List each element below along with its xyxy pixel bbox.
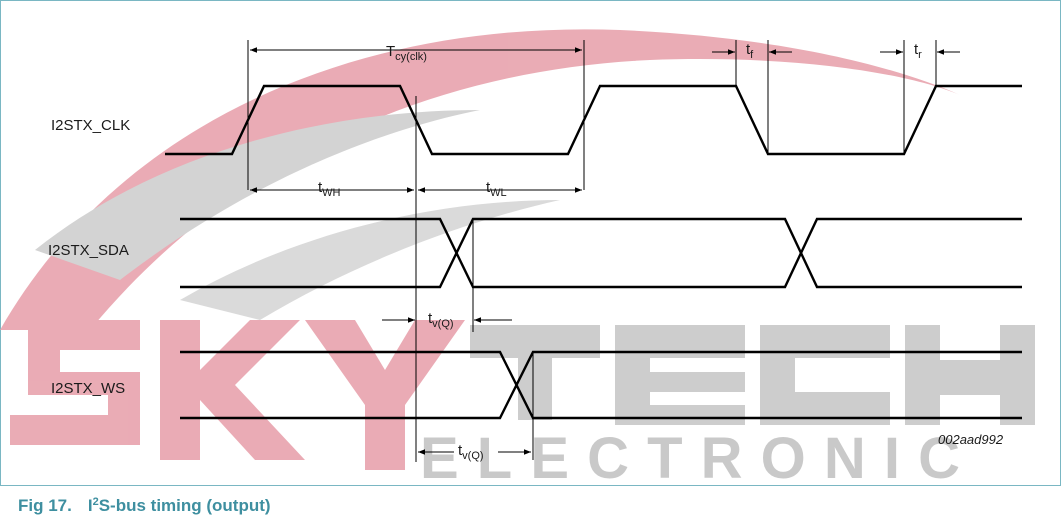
- label-tvq-ws: tv(Q): [458, 442, 484, 462]
- label-tf: tf: [746, 41, 754, 61]
- watermark-sub: ELECTRONIC: [420, 426, 960, 491]
- figure-frame: [0, 0, 1061, 486]
- watermark-letter-c: [760, 325, 890, 425]
- label-ws: I2STX_WS: [51, 380, 125, 397]
- watermark-swoosh-gray-2: [180, 200, 560, 320]
- label-tvq-sda: tv(Q): [428, 310, 454, 330]
- watermark-letter-y: [305, 320, 465, 470]
- caption-number: Fig 17.: [18, 496, 72, 515]
- caption-sup: 2: [92, 496, 99, 508]
- watermark-letter-h: [905, 325, 1035, 425]
- waveform-sda-high: [180, 217, 1022, 289]
- caption-text: S-bus timing (output): [98, 496, 271, 515]
- waveform-ws-low: [180, 350, 1022, 420]
- label-twl: tWL: [486, 179, 507, 199]
- waveform-ws-high: [180, 350, 1022, 420]
- watermark-letter-e: [615, 325, 745, 425]
- label-sda: I2STX_SDA: [48, 242, 129, 259]
- watermark-letter-t: [470, 325, 600, 420]
- label-tcy: Tcy(clk): [386, 43, 427, 63]
- figure-caption: Fig 17. I2S-bus timing (output): [18, 496, 271, 516]
- label-clk: I2STX_CLK: [51, 117, 130, 134]
- reference-lines: [247, 40, 937, 462]
- watermark-swoosh-gray: [35, 110, 480, 280]
- label-twh: tWH: [318, 179, 341, 199]
- label-tr: tr: [914, 41, 922, 61]
- watermark-logo: ELECTRONIC: [0, 29, 1035, 491]
- watermark-letter-s: [10, 320, 140, 445]
- watermark-letter-k: [160, 320, 305, 460]
- figure-code: 002aad992: [938, 432, 1004, 447]
- waveform-sda-low: [180, 217, 1022, 289]
- caption-prefix: I: [87, 496, 93, 515]
